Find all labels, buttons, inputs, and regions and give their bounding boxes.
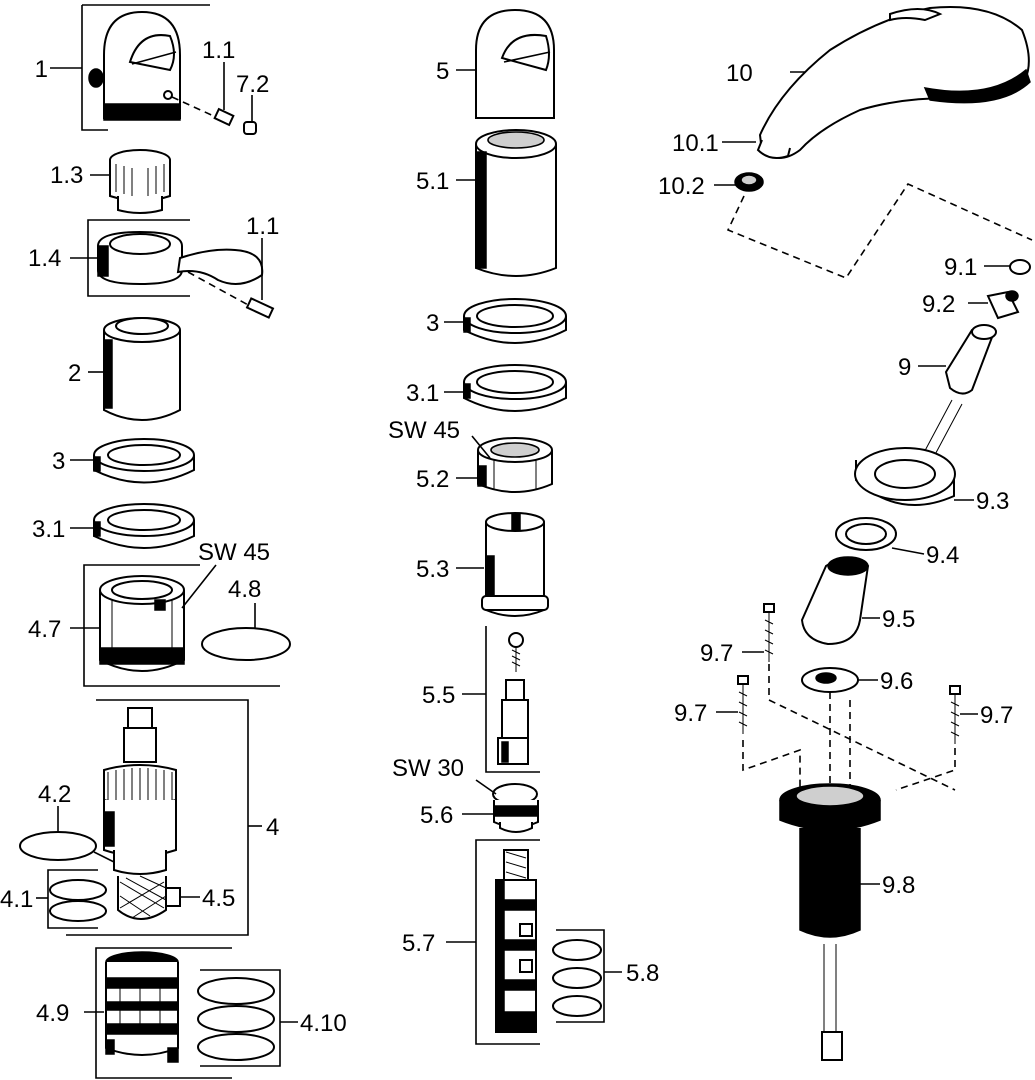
- part-1-handle-cap: [50, 4, 210, 131]
- label-5-1: 5.1: [416, 168, 449, 195]
- label-9-4: 9.4: [926, 542, 959, 569]
- part-4-thermostatic-cartridge: [66, 699, 262, 936]
- label-3-left: 3: [52, 448, 65, 475]
- part-10-2-filter: [714, 172, 764, 192]
- part-9-4-ring: [835, 517, 925, 555]
- part-3-ring-middle: [444, 298, 567, 344]
- part-9-2-nut: [968, 290, 1020, 320]
- label-1-3: 1.3: [50, 162, 83, 189]
- part-9-3-rosette: [854, 447, 974, 506]
- part-3-1-ring-left: [70, 503, 195, 549]
- part-3-1-ring-middle: [444, 364, 567, 412]
- label-9-8: 9.8: [882, 872, 915, 899]
- label-5-5: 5.5: [422, 682, 455, 709]
- part-9-5-housing: [800, 556, 880, 646]
- part-4-2-o-ring: [19, 806, 115, 863]
- label-9-7-a: 9.7: [700, 640, 733, 667]
- label-9-2: 9.2: [922, 291, 955, 318]
- label-4-7: 4.7: [28, 616, 61, 643]
- label-10-2: 10.2: [658, 173, 705, 200]
- label-4: 4: [266, 814, 279, 841]
- label-9-3: 9.3: [976, 488, 1009, 515]
- label-sw30: SW 30: [392, 755, 464, 782]
- label-5-3: 5.3: [416, 556, 449, 583]
- part-5-cap: [456, 8, 555, 119]
- part-5-5-spindle: [462, 626, 540, 773]
- label-10-1: 10.1: [672, 130, 719, 157]
- label-1-4: 1.4: [28, 245, 61, 272]
- callout-labels: 1 1.1 7.2 1.3 1.4 1.1 2 3 3.1 SW 45 4.8 …: [0, 37, 1013, 1037]
- label-2: 2: [68, 360, 81, 387]
- label-1-1-top: 1.1: [202, 37, 235, 64]
- label-1-1-lever: 1.1: [246, 213, 279, 240]
- part-5-7-cartridge: [446, 839, 540, 1045]
- label-4-9: 4.9: [36, 1000, 69, 1027]
- label-7-2: 7.2: [236, 71, 269, 98]
- part-4-7-bonnet-nut: [70, 564, 291, 687]
- label-3-middle: 3: [426, 310, 439, 337]
- part-5-1-sleeve: [456, 129, 557, 277]
- label-9-7-b: 9.7: [674, 700, 707, 727]
- part-1-1-set-screw: [171, 62, 257, 135]
- part-3-ring-left: [70, 438, 195, 484]
- label-5-8: 5.8: [626, 960, 659, 987]
- part-9-hose: [918, 324, 997, 465]
- label-1: 1: [35, 56, 48, 83]
- assembly-path-shower: [726, 182, 1033, 279]
- part-1-3-adapter: [90, 149, 171, 214]
- label-9-7-c: 9.7: [980, 702, 1013, 729]
- label-5: 5: [436, 58, 449, 85]
- part-4-9-valve-insert: [84, 947, 232, 1079]
- label-9: 9: [898, 354, 911, 381]
- label-9-1: 9.1: [944, 254, 977, 281]
- assembly-path-base: [742, 664, 956, 791]
- part-9-6-bracket: [801, 667, 878, 693]
- label-9-5: 9.5: [882, 606, 915, 633]
- label-4-5: 4.5: [202, 885, 235, 912]
- part-9-8-mounting-base: [779, 783, 881, 1061]
- part-5-3-extension: [456, 512, 549, 617]
- label-3-1-middle: 3.1: [406, 380, 439, 407]
- part-5-2-nut: [456, 435, 553, 493]
- label-5-7: 5.7: [402, 930, 435, 957]
- label-5-2: 5.2: [416, 466, 449, 493]
- label-4-10: 4.10: [300, 1010, 347, 1037]
- part-9-7-screws: [716, 603, 978, 744]
- label-sw45-left: SW 45: [198, 539, 270, 566]
- label-10: 10: [726, 60, 753, 87]
- part-5-6-nut: [462, 779, 539, 833]
- part-5-8-o-rings: [552, 929, 622, 1023]
- part-4-1-o-rings: [36, 869, 107, 929]
- part-4-10-o-rings: [197, 969, 298, 1067]
- part-2-sleeve: [88, 317, 181, 421]
- label-4-2: 4.2: [38, 781, 71, 808]
- part-10-hand-shower: [756, 5, 1031, 159]
- label-9-6: 9.6: [880, 668, 913, 695]
- label-3-1-left: 3.1: [32, 516, 65, 543]
- part-1-4-lever: [70, 219, 275, 319]
- label-sw45-middle: SW 45: [388, 417, 460, 444]
- label-4-8: 4.8: [228, 576, 261, 603]
- label-4-1: 4.1: [0, 886, 33, 913]
- part-9-1-washer: [984, 259, 1031, 275]
- label-5-6: 5.6: [420, 802, 453, 829]
